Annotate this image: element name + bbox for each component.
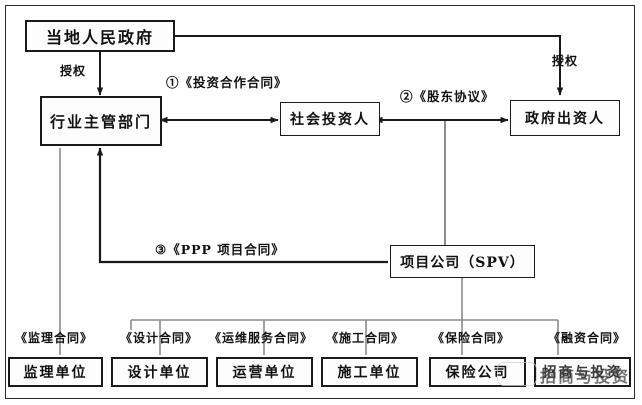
node-industry-authority[interactable]: 行业主管部门 [40,96,162,146]
node-operation-unit[interactable]: 运营单位 [216,357,313,387]
node-financing-unit[interactable]: 招商与投资 [534,357,631,387]
node-design-unit[interactable]: 设计单位 [111,357,208,387]
edge-contract-3 [96,147,388,264]
label-contract-2: ②《股东协议》 [400,89,495,104]
label-financing-contract: 《融资合同》 [548,331,627,345]
label-design-contract: 《设计合同》 [120,331,199,345]
label-contract-3: ③《PPP 项目合同》 [155,242,285,257]
node-social-investor[interactable]: 社会投资人 [280,102,380,136]
label-supervision-contract: 《监理合同》 [15,331,94,345]
edge-government-to-gov-investor [175,35,564,96]
label-authorize-left: 授权 [60,64,87,78]
watermark-badge [497,362,537,386]
label-operation-contract: 《运维服务合同》 [209,331,314,345]
watermark-text: 招商与投资 [540,367,631,386]
label-authorize-right: 授权 [552,54,579,68]
outer-frame [5,5,635,399]
node-local-government[interactable]: 当地人民政府 [25,20,175,52]
node-construction-unit[interactable]: 施工单位 [321,357,418,387]
label-contract-1: ①《投资合作合同》 [166,75,288,90]
node-government-investor[interactable]: 政府出资人 [510,100,620,136]
node-insurance-company[interactable]: 保险公司 [429,357,526,387]
node-project-company[interactable]: 项目公司（SPV） [390,245,535,278]
label-construction-contract: 《施工合同》 [326,331,405,345]
node-supervision-unit[interactable]: 监理单位 [8,357,103,387]
label-insurance-contract: 《保险合同》 [432,331,511,345]
